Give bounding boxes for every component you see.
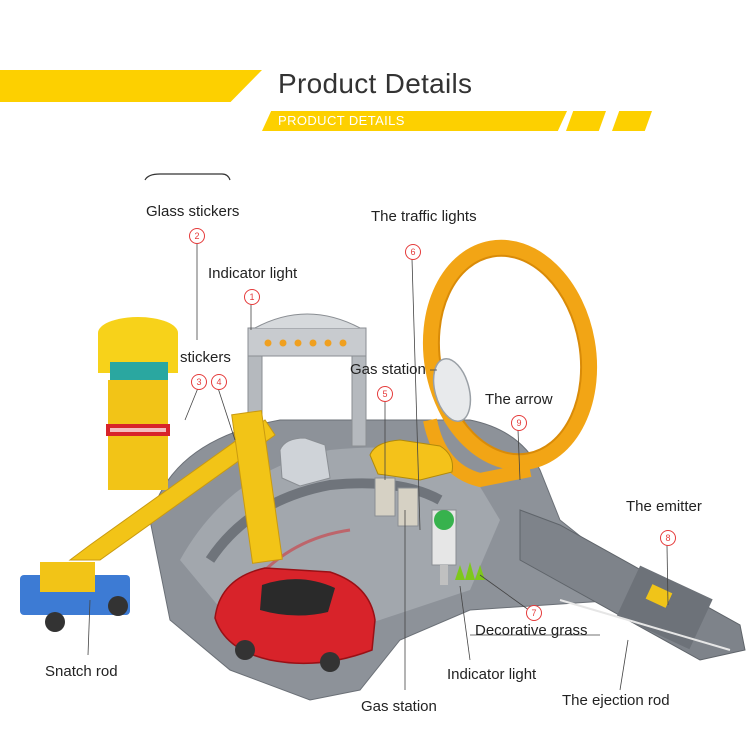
label-the-arrow: The arrow: [485, 391, 553, 408]
callout-number-1: 1: [244, 289, 260, 305]
crane-mast: [231, 410, 283, 564]
label-indicator-light-bottom: Indicator light: [447, 666, 537, 683]
subtitle-bar: [262, 111, 567, 131]
car-white: [432, 358, 472, 422]
decorative-grass-piece: [455, 562, 485, 580]
callout-number-9: 9: [511, 415, 527, 431]
callout-number-6: 6: [405, 244, 421, 260]
label-gas-station-top: Gas station: [350, 361, 426, 378]
label-indicator-light-top: Indicator light: [208, 265, 298, 282]
callout-number-2: 2: [189, 228, 205, 244]
callout-number-3: 3: [191, 374, 207, 390]
banner-stripe: [612, 111, 652, 131]
callout-number-7: 7: [526, 605, 542, 621]
crane-arm: [68, 419, 276, 561]
page-title: Product Details: [278, 68, 473, 99]
label-traffic-lights: The traffic lights: [371, 208, 477, 225]
loop-track: [422, 239, 598, 471]
banner-stripe: [566, 111, 606, 131]
car-yellow: [369, 439, 453, 481]
label-the-emitter: The emitter: [626, 498, 702, 515]
callout-number-8: 8: [660, 530, 676, 546]
label-decorative-grass: Decorative grass: [475, 622, 588, 639]
label-gas-station-bottom: Gas station: [361, 698, 437, 715]
label-snatch-rod: Snatch rod: [45, 663, 118, 680]
header-banner-left: [0, 70, 262, 102]
page-subtitle: PRODUCT DETAILS: [278, 113, 405, 128]
car-silver: [279, 437, 331, 487]
gas-pump: [374, 477, 396, 517]
callout-number-5: 5: [377, 386, 393, 402]
label-ejection-rod: The ejection rod: [562, 692, 670, 709]
label-stickers: stickers: [180, 349, 231, 366]
callout-number-4: 4: [211, 374, 227, 390]
label-glass-stickers: Glass stickers: [146, 203, 240, 220]
